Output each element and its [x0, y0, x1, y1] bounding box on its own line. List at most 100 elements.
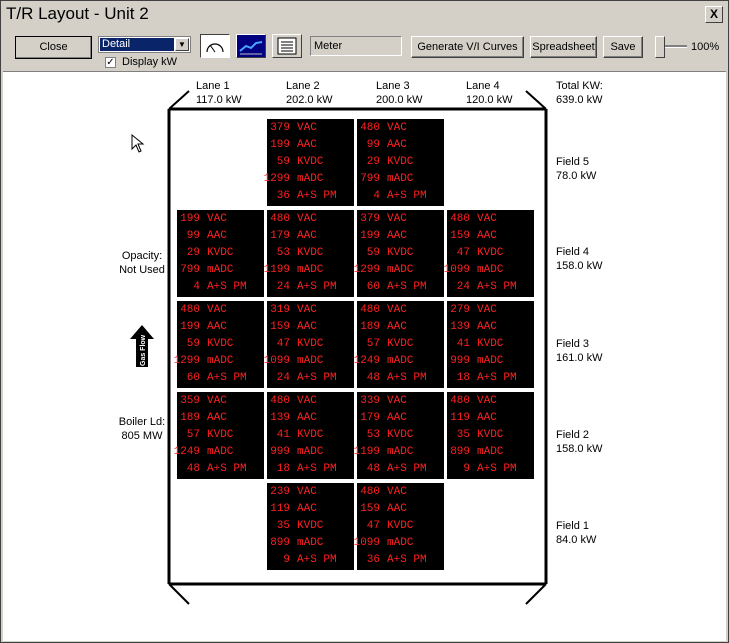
reading-value: 29	[366, 156, 380, 168]
reading-value: 36	[366, 554, 380, 566]
reading-unit: mADC	[207, 264, 234, 276]
reading-value: 480	[450, 213, 470, 225]
reading-value: 48	[186, 463, 200, 475]
reading-value: 47	[276, 338, 290, 350]
reading-value: 1299	[353, 264, 380, 276]
reading-unit: mADC	[477, 446, 504, 458]
reading-value: 53	[366, 429, 380, 441]
save-button[interactable]: Save	[603, 36, 643, 58]
gas-flow-text: Gas Flow	[140, 334, 147, 366]
spreadsheet-button[interactable]: Spreadsheet	[530, 36, 597, 58]
boiler-load-value: 805 MW	[121, 430, 163, 442]
reading-value: 24	[276, 281, 290, 293]
reading-unit: A+S PM	[387, 554, 427, 566]
meter-field: Meter	[310, 36, 402, 56]
reading-value: 41	[456, 338, 470, 350]
view-select[interactable]: Detail ▼	[98, 36, 191, 53]
reading-unit: KVDC	[297, 247, 324, 259]
field-name: Field 4	[556, 246, 590, 258]
reading-unit: A+S PM	[207, 463, 247, 475]
zoom-slider-track[interactable]	[655, 45, 687, 48]
reading-value: 480	[270, 213, 290, 225]
reading-value: 36	[276, 190, 290, 202]
reading-value: 29	[186, 247, 200, 259]
reading-value: 35	[456, 429, 470, 441]
reading-unit: AAC	[207, 230, 227, 242]
zoom-level: 100%	[691, 41, 720, 53]
reading-unit: AAC	[297, 503, 317, 515]
gauge-view-button[interactable]	[200, 34, 230, 58]
reading-unit: AAC	[297, 139, 317, 151]
list-view-button[interactable]	[272, 34, 302, 58]
reading-value: 99	[366, 139, 380, 151]
reading-value: 1199	[353, 446, 380, 458]
window-title: T/R Layout - Unit 2	[6, 4, 149, 23]
reading-value: 159	[270, 321, 290, 333]
field-kw: 161.0 kW	[556, 352, 603, 364]
total-kw-value: 639.0 kW	[556, 94, 603, 106]
reading-value: 899	[270, 537, 290, 549]
field-kw: 78.0 kW	[556, 170, 597, 182]
reading-value: 139	[270, 412, 290, 424]
reading-unit: mADC	[297, 173, 324, 185]
reading-unit: VAC	[387, 304, 407, 316]
zoom-slider-thumb[interactable]	[655, 36, 665, 58]
reading-unit: KVDC	[297, 520, 324, 532]
reading-unit: KVDC	[387, 338, 414, 350]
reading-unit: AAC	[297, 321, 317, 333]
reading-value: 379	[270, 122, 290, 134]
reading-value: 179	[360, 412, 380, 424]
close-button[interactable]: Close	[15, 36, 92, 59]
window-close-button[interactable]: X	[705, 6, 723, 23]
reading-value: 199	[270, 139, 290, 151]
trend-view-button[interactable]	[236, 34, 266, 58]
chevron-down-icon[interactable]: ▼	[175, 38, 189, 51]
reading-unit: VAC	[297, 122, 317, 134]
reading-unit: A+S PM	[387, 463, 427, 475]
reading-value: 4	[373, 190, 380, 202]
reading-value: 57	[186, 429, 200, 441]
display-kw-checkbox[interactable]: ✓	[105, 57, 116, 68]
reading-unit: mADC	[297, 446, 324, 458]
reading-unit: AAC	[477, 321, 497, 333]
reading-unit: AAC	[477, 412, 497, 424]
generate-vi-curves-button[interactable]: Generate V/I Curves	[411, 36, 524, 58]
reading-value: 18	[276, 463, 290, 475]
reading-unit: VAC	[207, 304, 227, 316]
